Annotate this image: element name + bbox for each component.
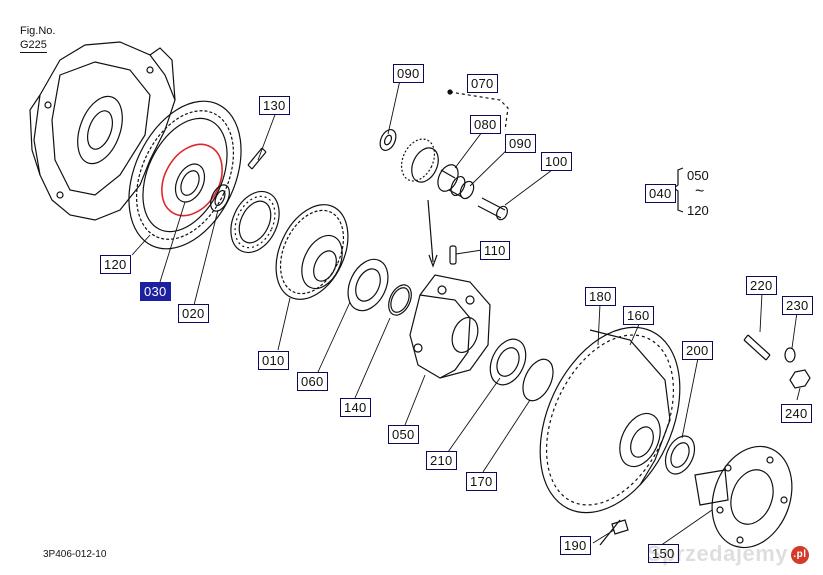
callout-080[interactable]: 080 [470,115,501,134]
callout-060[interactable]: 060 [297,372,328,391]
callout-160[interactable]: 160 [623,306,654,325]
axle-case-160 [539,326,681,514]
callout-150[interactable]: 150 [648,544,679,563]
callout-090b[interactable]: 090 [505,134,536,153]
planet-carrier-050 [409,274,491,379]
gear-010 [275,204,349,300]
callout-010[interactable]: 010 [258,351,289,370]
stud-220 [743,334,771,361]
range-tilde: ~ [695,183,705,200]
callout-020[interactable]: 020 [178,304,209,323]
o-ring-170 [522,358,554,402]
callout-230[interactable]: 230 [782,296,813,315]
pin-130 [247,147,267,170]
figure-number: G225 [20,39,47,53]
ring-gear-120 [128,100,242,250]
pin-110 [449,245,457,265]
needle-bearing-080 [437,164,466,198]
range-to: 120 [687,203,709,218]
watermark: Sprzedajemy.pl [647,541,809,567]
callout-140[interactable]: 140 [340,398,371,417]
transmission-housing [29,41,176,221]
watermark-text: Sprzedajemy [646,541,788,566]
thrust-washer-030 [174,163,206,203]
callout-170[interactable]: 170 [466,472,497,491]
snap-ring-140 [388,284,412,316]
washer-090-lower [459,180,475,200]
leader-lines [131,79,801,547]
callout-030[interactable]: 030 [140,282,171,301]
callout-100[interactable]: 100 [541,152,572,171]
callout-200[interactable]: 200 [682,341,713,360]
bearing-020 [210,184,230,212]
callout-130[interactable]: 130 [259,96,290,115]
callout-240[interactable]: 240 [781,404,812,423]
callout-040[interactable]: 040 [645,184,676,203]
callout-110[interactable]: 110 [480,241,510,260]
assembly-arrow [427,199,438,268]
callout-190[interactable]: 190 [560,536,591,555]
callout-070[interactable]: 070 [467,74,498,93]
range-from: 050 [687,168,709,183]
callout-120[interactable]: 120 [100,255,131,274]
figure-label: Fig.No. [20,25,56,37]
planet-pinion [400,138,439,183]
washer-090-top [379,129,397,151]
seal-200 [664,435,696,475]
ball-bearing [230,190,280,254]
nut-240 [789,369,811,389]
group-bracket-070 [449,91,509,131]
bolt-190 [599,519,629,546]
washer-230 [784,347,796,363]
axle-flange-150 [694,445,793,549]
shaft-100 [477,197,509,221]
drawing-code: 3P406-012-10 [43,549,107,560]
callout-220[interactable]: 220 [746,276,777,295]
callout-180[interactable]: 180 [585,287,616,306]
callout-050[interactable]: 050 [388,425,419,444]
bearing-210 [489,338,527,386]
selection-ring [161,143,223,217]
callout-090a[interactable]: 090 [393,64,424,83]
watermark-badge: .pl [791,546,809,565]
callout-210[interactable]: 210 [426,451,457,470]
bearing-060 [347,258,389,312]
